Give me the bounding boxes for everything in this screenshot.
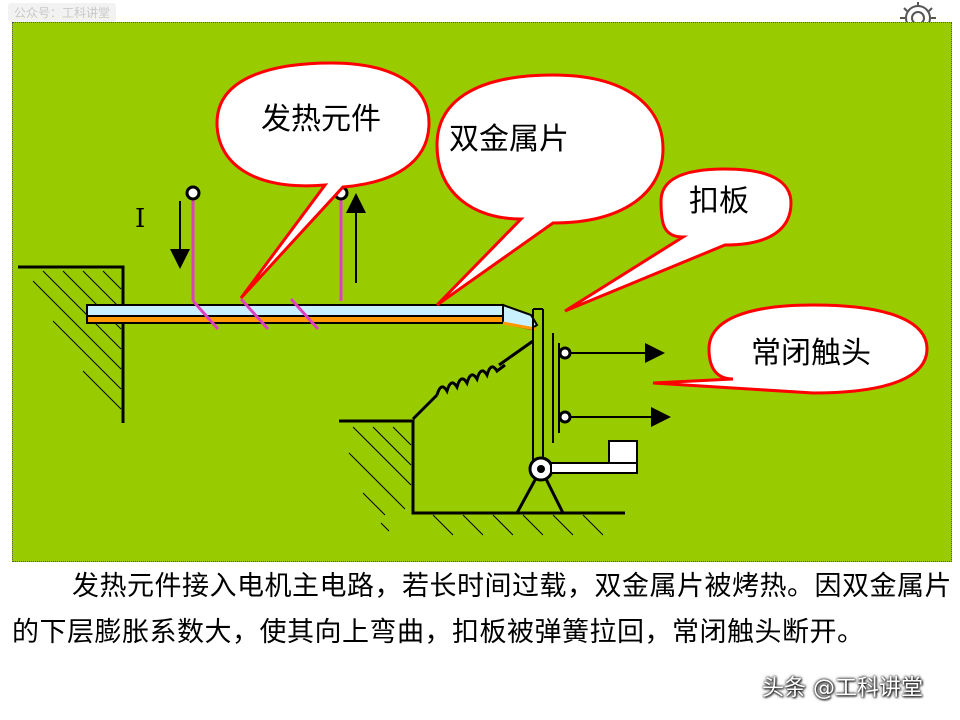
thermal-relay-diagram: I xyxy=(18,61,929,536)
latch-plate xyxy=(532,308,560,463)
watermark: 公众号：工科讲堂 xyxy=(8,3,117,22)
current-label: I xyxy=(135,204,145,234)
reset-button xyxy=(550,440,638,474)
callout-heating-element: 发热元件 xyxy=(215,61,431,300)
terminal-left xyxy=(185,185,201,201)
diagram-panel: I xyxy=(12,22,952,562)
bimetal-strip xyxy=(86,303,539,331)
label-nc-contact: 常闭触头 xyxy=(751,336,871,371)
caption-text: 发热元件接入电机主电路，若长时间过载，双金属片被烤热。因双金属片的下层膨胀系数大… xyxy=(12,571,952,648)
nc-contact xyxy=(558,343,671,427)
heating-element xyxy=(191,194,343,331)
left-ground xyxy=(18,265,125,423)
callout-nc-contact: 常闭触头 xyxy=(652,303,929,395)
label-latch-plate: 扣板 xyxy=(689,184,749,219)
spring xyxy=(411,339,534,421)
right-ground xyxy=(339,419,625,536)
label-heating-element: 发热元件 xyxy=(261,102,381,137)
callout-latch-plate: 扣板 xyxy=(564,167,793,313)
callout-bimetal: 双金属片 xyxy=(435,73,665,307)
label-bimetal: 双金属片 xyxy=(449,122,569,157)
brand-watermark: 头条 @工科讲堂 xyxy=(762,676,923,701)
